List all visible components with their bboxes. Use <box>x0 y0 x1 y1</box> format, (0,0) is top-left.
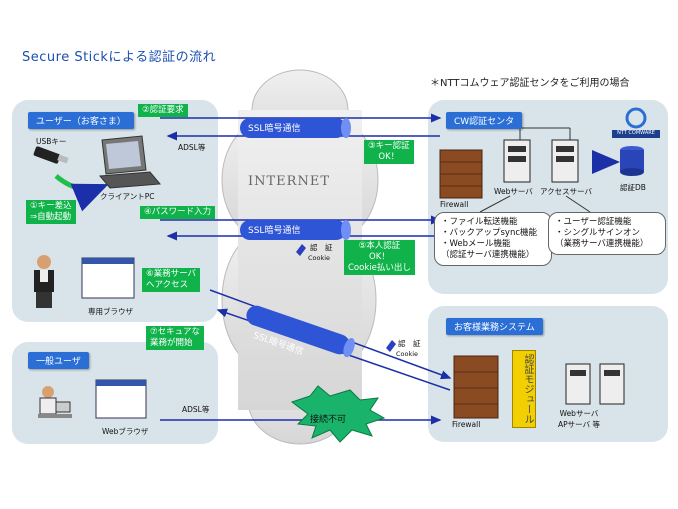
cw-panel-header: CW認証センタ <box>446 112 523 129</box>
person-icon-1 <box>34 255 54 308</box>
cw-box1-line: ・バックアップsync機能 <box>441 228 538 238</box>
ssl-tube-3 <box>246 305 355 358</box>
step-5-label: ⑤本人認証 OK！ Cookie払い出し <box>344 240 415 275</box>
business-server-icon-1 <box>565 363 591 405</box>
cookie-label-1-sub: Cookie <box>308 254 331 262</box>
client-pc-label: クライアントPC <box>100 192 155 201</box>
business-servers-label: Webサーバ APサーバ 等 <box>558 409 600 429</box>
business-server-icon-2 <box>599 363 625 405</box>
auth-module-box: 認証モジュール <box>512 350 536 428</box>
cw-function-box-1: ・ファイル転送機能 ・バックアップsync機能 ・Webメール機能 （認証サーバ… <box>434 212 552 266</box>
browser-window-2 <box>95 379 147 419</box>
business-panel-header: お客様業務システム <box>446 318 543 335</box>
step-2-label: ②認証要求 <box>138 104 188 117</box>
laptop-icon <box>98 135 162 189</box>
firewall-icon-1 <box>439 149 483 199</box>
cw-box2-line: （業務サーバ連携機能） <box>555 239 649 249</box>
cw-box2-line: ・ユーザー認証機能 <box>555 217 632 227</box>
firewall-icon-2 <box>453 355 499 419</box>
blocked-burst <box>290 385 386 443</box>
page-title: Secure Stickによる認証の流れ <box>22 50 217 65</box>
ntt-logo-icon <box>612 107 660 138</box>
cookie-pen-icon-1 <box>296 244 306 256</box>
user-panel-header: ユーザー（お客さま） <box>28 112 134 129</box>
access-server-label: アクセスサーバ <box>540 187 593 196</box>
step-1-label: ①キー差込 ⇒自動起動 <box>26 200 76 224</box>
person-icon-2 <box>38 386 72 418</box>
cw-box1-line: ・Webメール機能 <box>441 239 511 249</box>
blocked-label: 接続不可 <box>310 415 347 425</box>
ntt-logo-text: NTT COMWARE <box>617 130 655 136</box>
cw-box1-line: ・ファイル転送機能 <box>441 217 518 227</box>
internet-label: INTERNET <box>248 174 330 189</box>
access-server-icon <box>551 139 579 183</box>
usb-key-icon <box>33 146 69 164</box>
user-panel-bg <box>12 100 218 322</box>
web-server-label: Webサーバ <box>494 187 533 196</box>
usb-key-label: USBキー <box>36 137 67 146</box>
dedicated-browser-label: 専用ブラウザ <box>88 307 133 316</box>
ssl-tube-2 <box>240 220 351 240</box>
ssl-tube-1 <box>240 118 351 138</box>
cw-function-box-2: ・ユーザー認証機能 ・シングルサインオン （業務サーバ連携機能） <box>548 212 666 255</box>
step-6-label: ⑥業務サーバ へアクセス <box>142 268 201 292</box>
web-server-icon <box>503 139 531 183</box>
cw-box2-line: ・シングルサインオン <box>555 228 641 238</box>
business-firewall-label: Firewall <box>452 420 481 429</box>
cw-firewall-label: Firewall <box>440 200 469 209</box>
step-3-label: ③キー認証 OK！ <box>364 140 414 164</box>
adsl-label-1: ADSL等 <box>178 143 206 152</box>
general-panel-header: 一般ユーザ <box>28 352 89 369</box>
cookie-label-2-sub: Cookie <box>396 350 419 358</box>
ssl-label-2: SSL暗号通信 <box>248 226 301 236</box>
auth-db-icon <box>620 146 644 176</box>
ssl-label-1: SSL暗号通信 <box>248 124 301 134</box>
step-7-label: ⑦セキュアな 業務が開始 <box>146 326 204 350</box>
cookie-pen-icon-2 <box>386 340 396 352</box>
cookie-label-1-title: 認 証 <box>310 243 333 252</box>
step-4-label: ④パスワード入力 <box>140 206 216 219</box>
auth-db-label: 認証DB <box>620 183 646 192</box>
web-browser-label: Webブラウザ <box>102 427 149 436</box>
cookie-label-2-title: 認 証 <box>398 339 421 348</box>
adsl-label-2: ADSL等 <box>182 405 210 414</box>
browser-window-1 <box>81 257 135 299</box>
note-text: ＊NTTコムウェア認証センタをご利用の場合 <box>430 78 630 89</box>
cw-box1-line: （認証サーバ連携機能） <box>441 250 535 260</box>
